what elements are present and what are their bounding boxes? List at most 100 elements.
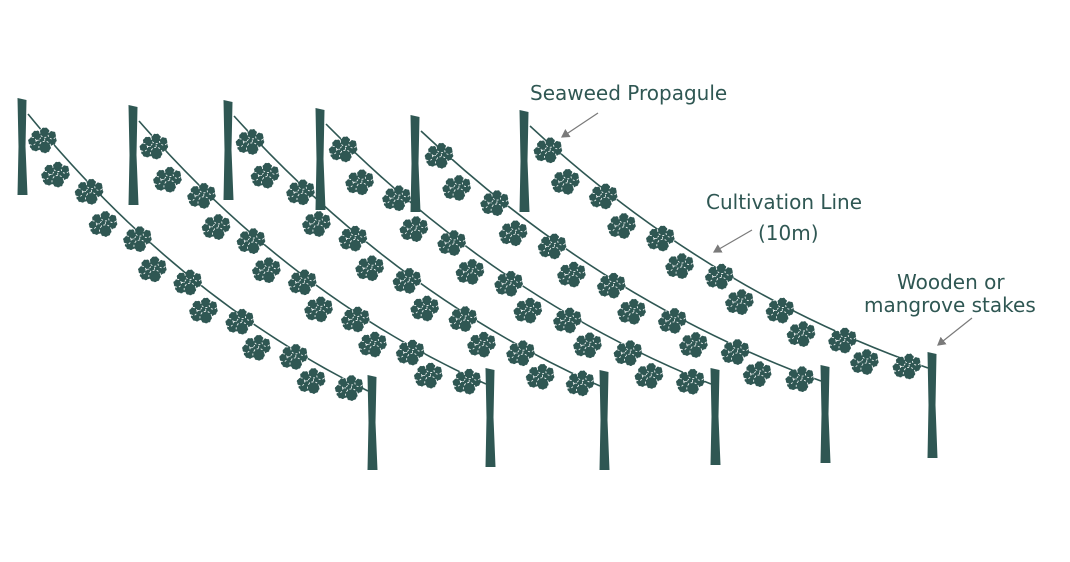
seaweed-propagule: [172, 269, 203, 296]
seaweed-frond: [246, 128, 258, 140]
seaweed-frond: [564, 307, 576, 318]
seaweed-propagule: [448, 305, 478, 333]
seaweed-frond: [252, 348, 266, 362]
seaweed-frond: [553, 140, 563, 150]
seaweed-propagule: [334, 374, 364, 402]
seaweed-frond: [429, 298, 439, 308]
seaweed-propagule: [122, 225, 153, 253]
seaweed-propagule: [498, 219, 528, 247]
seaweed-frond: [421, 295, 433, 306]
seaweed-frond: [315, 295, 327, 307]
seaweed-frond: [159, 136, 168, 146]
seaweed-frond: [525, 373, 535, 383]
seaweed-frond: [357, 340, 367, 350]
seaweed-frond: [724, 266, 734, 276]
seaweed-propagule: [466, 331, 497, 358]
seaweed-frond: [626, 216, 636, 226]
seaweed-frond: [518, 223, 528, 233]
seaweed-frond: [668, 321, 682, 335]
seaweed-frond: [912, 356, 921, 366]
seaweed-propagule: [296, 367, 326, 395]
seaweed-frond: [364, 172, 374, 182]
seaweed-frond: [321, 214, 331, 223]
seaweed-frond: [360, 309, 370, 319]
seaweed-frond: [298, 347, 308, 356]
seaweed-frond: [441, 184, 451, 194]
seaweed-frond: [235, 138, 245, 148]
seaweed-frond: [163, 180, 177, 193]
seaweed-propagule: [596, 272, 626, 299]
seaweed-frond: [505, 270, 517, 282]
seaweed-frond: [735, 302, 749, 316]
seaweed-frond: [433, 365, 443, 375]
seaweed-propagule: [436, 229, 467, 257]
seaweed-frond: [148, 269, 162, 283]
seaweed-frond: [669, 307, 681, 319]
seaweed-frond: [208, 300, 218, 310]
seaweed-frond: [475, 262, 485, 271]
seaweed-frond: [247, 227, 259, 239]
seaweed-frond: [86, 178, 97, 190]
seaweed-propagule: [152, 166, 183, 193]
seaweed-propagule: [395, 339, 425, 366]
seaweed-frond: [695, 371, 705, 381]
seaweed-frond: [628, 298, 640, 310]
seaweed-frond: [784, 375, 794, 385]
seaweed-frond: [298, 282, 312, 296]
seaweed-frond: [334, 384, 344, 394]
seaweed-frond: [765, 307, 775, 316]
seaweed-frond: [348, 139, 358, 149]
seaweed-frond: [684, 256, 694, 266]
seaweed-frond: [381, 194, 391, 204]
seaweed-frond: [633, 343, 643, 353]
seaweed-frond: [313, 210, 325, 222]
seaweed-frond: [368, 344, 382, 358]
seaweed-propagule: [399, 215, 429, 243]
seaweed-frond: [150, 133, 162, 144]
seaweed-frond: [576, 383, 589, 397]
seaweed-propagule: [565, 369, 595, 397]
seaweed-frond: [606, 222, 616, 232]
seaweed-propagule: [409, 295, 440, 322]
seaweed-frond: [407, 339, 418, 350]
seaweed-frond: [585, 373, 595, 383]
label-line-length: (10m): [758, 221, 819, 245]
seaweed-propagule: [479, 189, 510, 217]
seaweed-frond: [60, 164, 70, 174]
seaweed-propagule: [235, 128, 265, 156]
seaweed-frond: [395, 349, 405, 358]
seaweed-frond: [198, 182, 210, 194]
seaweed-propagule: [827, 327, 858, 354]
seaweed-frond: [425, 362, 437, 373]
seaweed-frond: [455, 268, 464, 278]
seaweed-frond: [424, 376, 438, 389]
label-stakes-line2: mangrove stakes: [864, 293, 1036, 317]
seaweed-frond: [544, 136, 556, 148]
seaweed-frond: [351, 319, 365, 333]
seaweed-propagule: [588, 183, 618, 210]
seaweed-frond: [736, 288, 748, 300]
seaweed-frond: [345, 388, 359, 402]
seaweed-frond: [410, 215, 422, 227]
seaweed-frond: [356, 168, 368, 180]
seaweed-frond: [776, 311, 789, 324]
seaweed-propagule: [139, 133, 169, 160]
seaweed-frond: [256, 231, 266, 241]
seaweed-frond: [459, 305, 471, 317]
seaweed-frond: [51, 175, 65, 188]
seaweed-frond: [572, 341, 582, 351]
seaweed-frond: [52, 161, 64, 172]
seaweed-frond: [133, 239, 147, 253]
seaweed-frond: [686, 382, 700, 395]
seaweed-frond: [212, 213, 224, 225]
seaweed-frond: [200, 297, 212, 308]
seaweed-frond: [290, 343, 302, 355]
pointer-arrow: [937, 317, 973, 346]
seaweed-frond: [296, 192, 310, 206]
seaweed-frond: [435, 142, 447, 154]
seaweed-frond: [516, 353, 530, 367]
start-stake: [519, 110, 530, 212]
seaweed-propagule: [224, 308, 255, 335]
seaweed-frond: [261, 338, 271, 347]
